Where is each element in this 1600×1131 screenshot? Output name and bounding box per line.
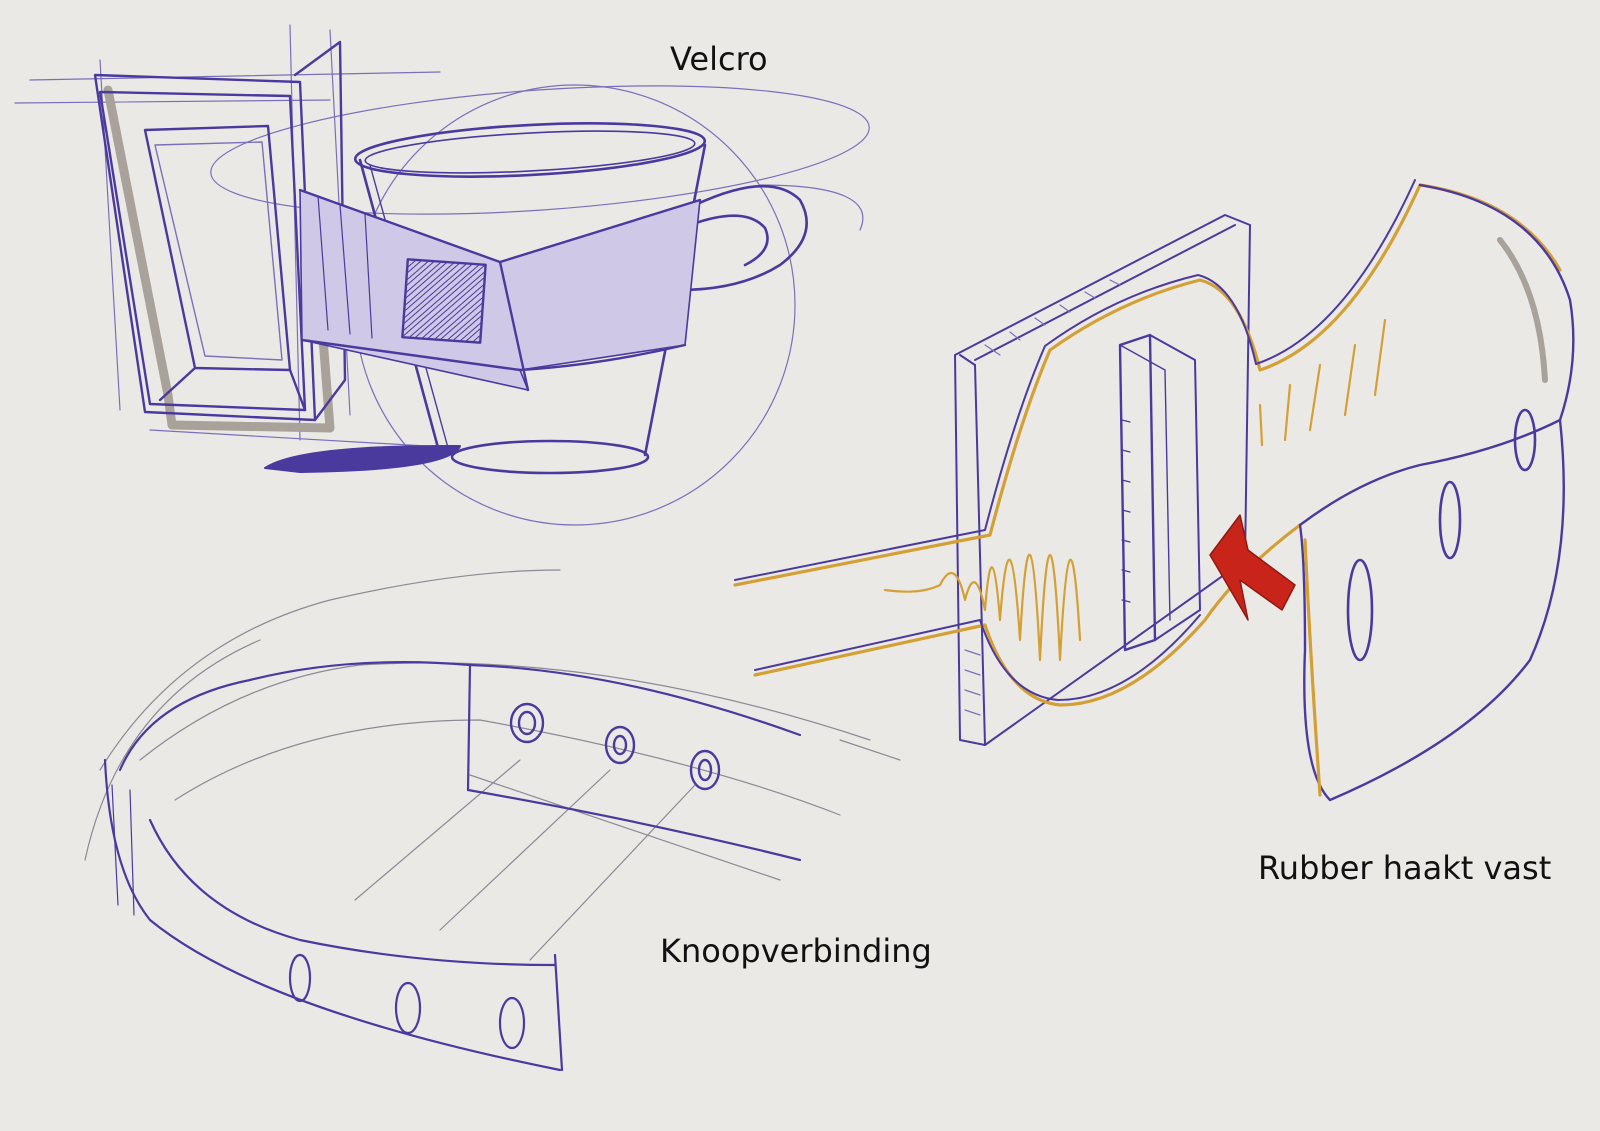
plate-shadow — [103, 85, 335, 433]
rubber-waves — [883, 318, 1387, 662]
grommet — [604, 725, 636, 765]
velcro-patch — [401, 258, 487, 344]
label-rubber-hook: Rubber haakt vast — [1258, 849, 1552, 887]
velcro-sketch — [14, 24, 870, 526]
grommet — [509, 702, 545, 744]
rubber-plate — [954, 214, 1251, 746]
velcro-strap — [298, 188, 702, 392]
wall-plate — [93, 40, 347, 422]
belt-hole — [288, 953, 312, 1003]
label-button-connection: Knoopverbinding — [660, 932, 932, 970]
belt-holes — [288, 953, 526, 1050]
red-arrow — [1209, 514, 1296, 621]
rubber-hook-sketch — [733, 179, 1575, 802]
cup-shadow — [264, 444, 461, 473]
belt-outline — [103, 661, 802, 1072]
strap-hole — [1438, 480, 1462, 560]
belt-pencil-lines — [84, 569, 901, 961]
grommet — [689, 749, 721, 791]
belt-grommets — [509, 702, 721, 791]
strap-hole — [1513, 408, 1537, 472]
label-velcro: Velcro — [670, 40, 768, 78]
strap-hole — [1346, 558, 1374, 662]
belt-sketch — [84, 569, 901, 1072]
belt-hole — [394, 981, 422, 1035]
strap-holes — [1346, 408, 1537, 662]
rubber-strap — [733, 179, 1575, 802]
belt-hole — [498, 996, 526, 1050]
